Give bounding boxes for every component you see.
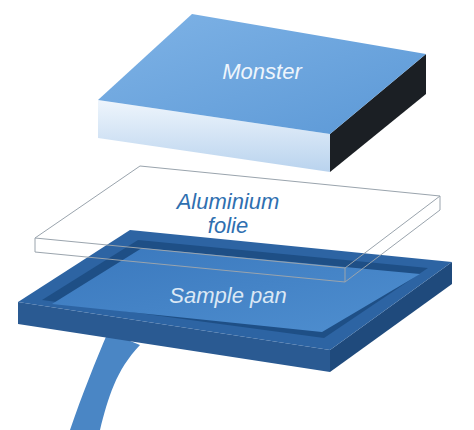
layer-label: Aluminium folie xyxy=(162,190,294,238)
pan-floor xyxy=(52,248,420,332)
aluminium-foil xyxy=(35,166,440,282)
layer-name: Monster xyxy=(222,60,301,84)
foil-top xyxy=(35,166,440,268)
layer-name: Sample pan xyxy=(169,284,286,308)
pan-inner-wall xyxy=(42,240,428,338)
foil-edge xyxy=(345,268,346,282)
pan-rim xyxy=(18,230,452,350)
layer-name: Aluminium folie xyxy=(162,190,294,238)
layer-label: Monster xyxy=(222,60,301,84)
layer-label: Sample pan xyxy=(169,284,286,308)
pan-handle xyxy=(70,332,140,430)
sample-pan xyxy=(18,230,452,430)
sample-block xyxy=(98,14,426,172)
block-top xyxy=(98,14,426,134)
